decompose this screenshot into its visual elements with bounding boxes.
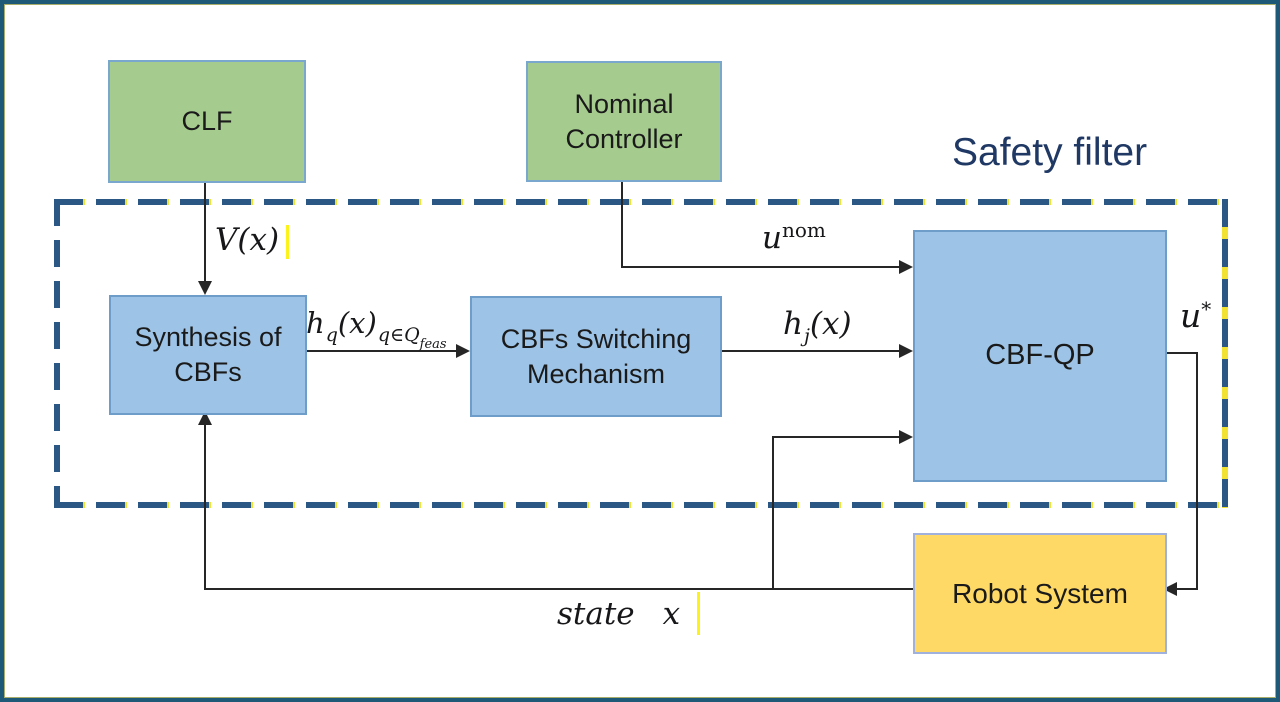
arrow-right-head-icon	[899, 344, 913, 358]
synthesis-label-line2: CBFs	[174, 357, 242, 387]
arrow-right-head-icon	[899, 430, 913, 444]
arrow-robot-to-synthesis-hline	[204, 588, 913, 590]
arrow-right-head-icon	[899, 260, 913, 274]
signal-label-vx: V(x)	[215, 222, 280, 258]
safety-filter-dashed-border-top	[54, 199, 1228, 205]
synthesis-of-cbfs-box: Synthesis of CBFs	[109, 295, 307, 415]
switching-label-line1: CBFs Switching	[500, 323, 692, 354]
switching-label-line2: Mechanism	[526, 358, 666, 389]
arrow-nominal-to-cbfqp-vline	[621, 178, 623, 268]
arrow-state-to-cbfqp-hline	[772, 436, 901, 438]
safety-filter-dashed-border-left	[54, 199, 60, 508]
clf-label: CLF	[181, 106, 233, 137]
synthesis-label-line1: Synthesis of	[134, 322, 282, 353]
arrow-switching-to-cbfqp-line	[720, 350, 901, 352]
arrow-right-head-icon	[456, 344, 470, 358]
safety-filter-title: Safety filter	[952, 131, 1148, 174]
arrow-nominal-to-cbfqp-hline	[621, 266, 901, 268]
signal-label-u-nom: unom	[762, 218, 826, 256]
arrow-synthesis-to-switching-line	[305, 350, 458, 352]
robot-system-label: Robot System	[952, 577, 1128, 609]
nominal-controller-label-line2: Controller	[565, 123, 683, 154]
nominal-controller-box: Nominal Controller	[526, 61, 722, 182]
clf-box: CLF	[108, 60, 306, 183]
arrow-cbfqp-to-robot-hline1	[1163, 352, 1198, 354]
arrow-state-to-cbfqp-vline	[772, 437, 774, 590]
signal-label-hq: hq(x)q∈Qfeas	[306, 306, 447, 352]
arrow-down-head-icon	[198, 281, 212, 295]
safety-filter-dashed-border-bottom	[54, 502, 1228, 508]
cbfs-switching-mechanism-box: CBFs Switching Mechanism	[470, 296, 722, 417]
arrow-cbfqp-to-robot-hline2	[1177, 588, 1198, 590]
signal-label-hj: hj(x)	[783, 306, 852, 347]
nominal-controller-label-line1: Nominal	[574, 88, 674, 119]
cbf-qp-box: CBF-QP	[913, 230, 1167, 482]
arrow-cbfqp-to-robot-vline	[1196, 352, 1198, 590]
signal-label-u-star: u*	[1180, 296, 1212, 335]
robot-system-box: Robot System	[913, 533, 1167, 654]
arrow-clf-to-synthesis-line	[204, 179, 206, 283]
text-cursor-artifact	[286, 225, 289, 259]
text-cursor-artifact	[697, 592, 700, 635]
arrow-robot-to-synthesis-vline	[204, 423, 206, 590]
safety-filter-dashed-border-right	[1222, 199, 1228, 508]
cbf-qp-label: CBF-QP	[985, 339, 1095, 372]
